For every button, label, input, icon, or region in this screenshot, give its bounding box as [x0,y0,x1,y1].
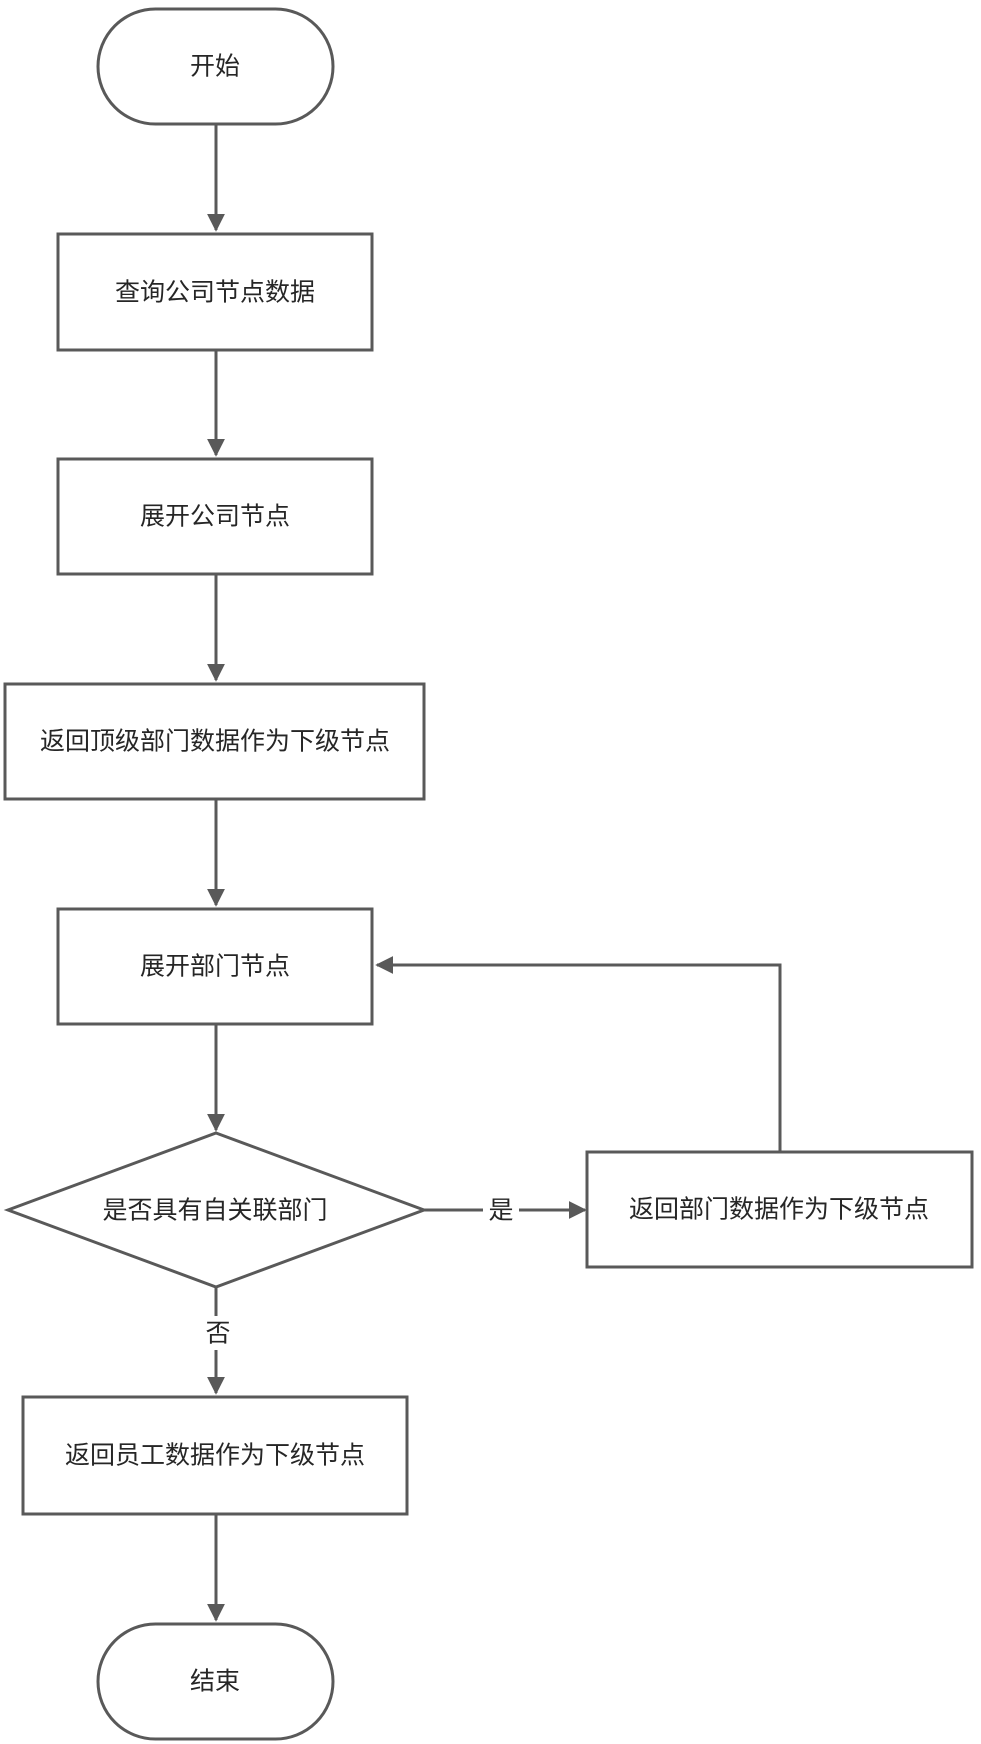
node-expand-company [56,457,374,576]
node-decision-label: 是否具有自关联部门 [102,1196,327,1225]
node-start-label: 开始 [190,52,240,81]
node-return-dept-label: 返回部门数据作为下级节点 [629,1195,929,1224]
edge-label-no-bg [202,1316,232,1350]
node-return-dept [585,1150,974,1269]
node-expand-dept-label: 展开部门节点 [140,952,290,981]
node-query-company [56,232,374,352]
edge-label-no: 否 [205,1319,230,1348]
edge-label-yes-bg [483,1193,519,1227]
node-start-terminal [96,7,335,126]
node-end-label: 结束 [190,1667,240,1696]
node-return-top-dept [3,682,426,801]
edge-return-dept-loop [375,956,782,1151]
node-expand-dept [56,907,374,1026]
edge-label-yes: 是 [488,1196,513,1225]
node-return-top-dept-label: 返回顶级部门数据作为下级节点 [40,727,390,756]
node-expand-company-label: 展开公司节点 [140,502,290,531]
node-decision-diamond [3,1131,429,1289]
node-return-employee-label: 返回员工数据作为下级节点 [65,1441,365,1470]
node-query-company-label: 查询公司节点数据 [115,278,315,307]
node-return-employee [21,1395,409,1516]
node-end-terminal [96,1622,335,1741]
